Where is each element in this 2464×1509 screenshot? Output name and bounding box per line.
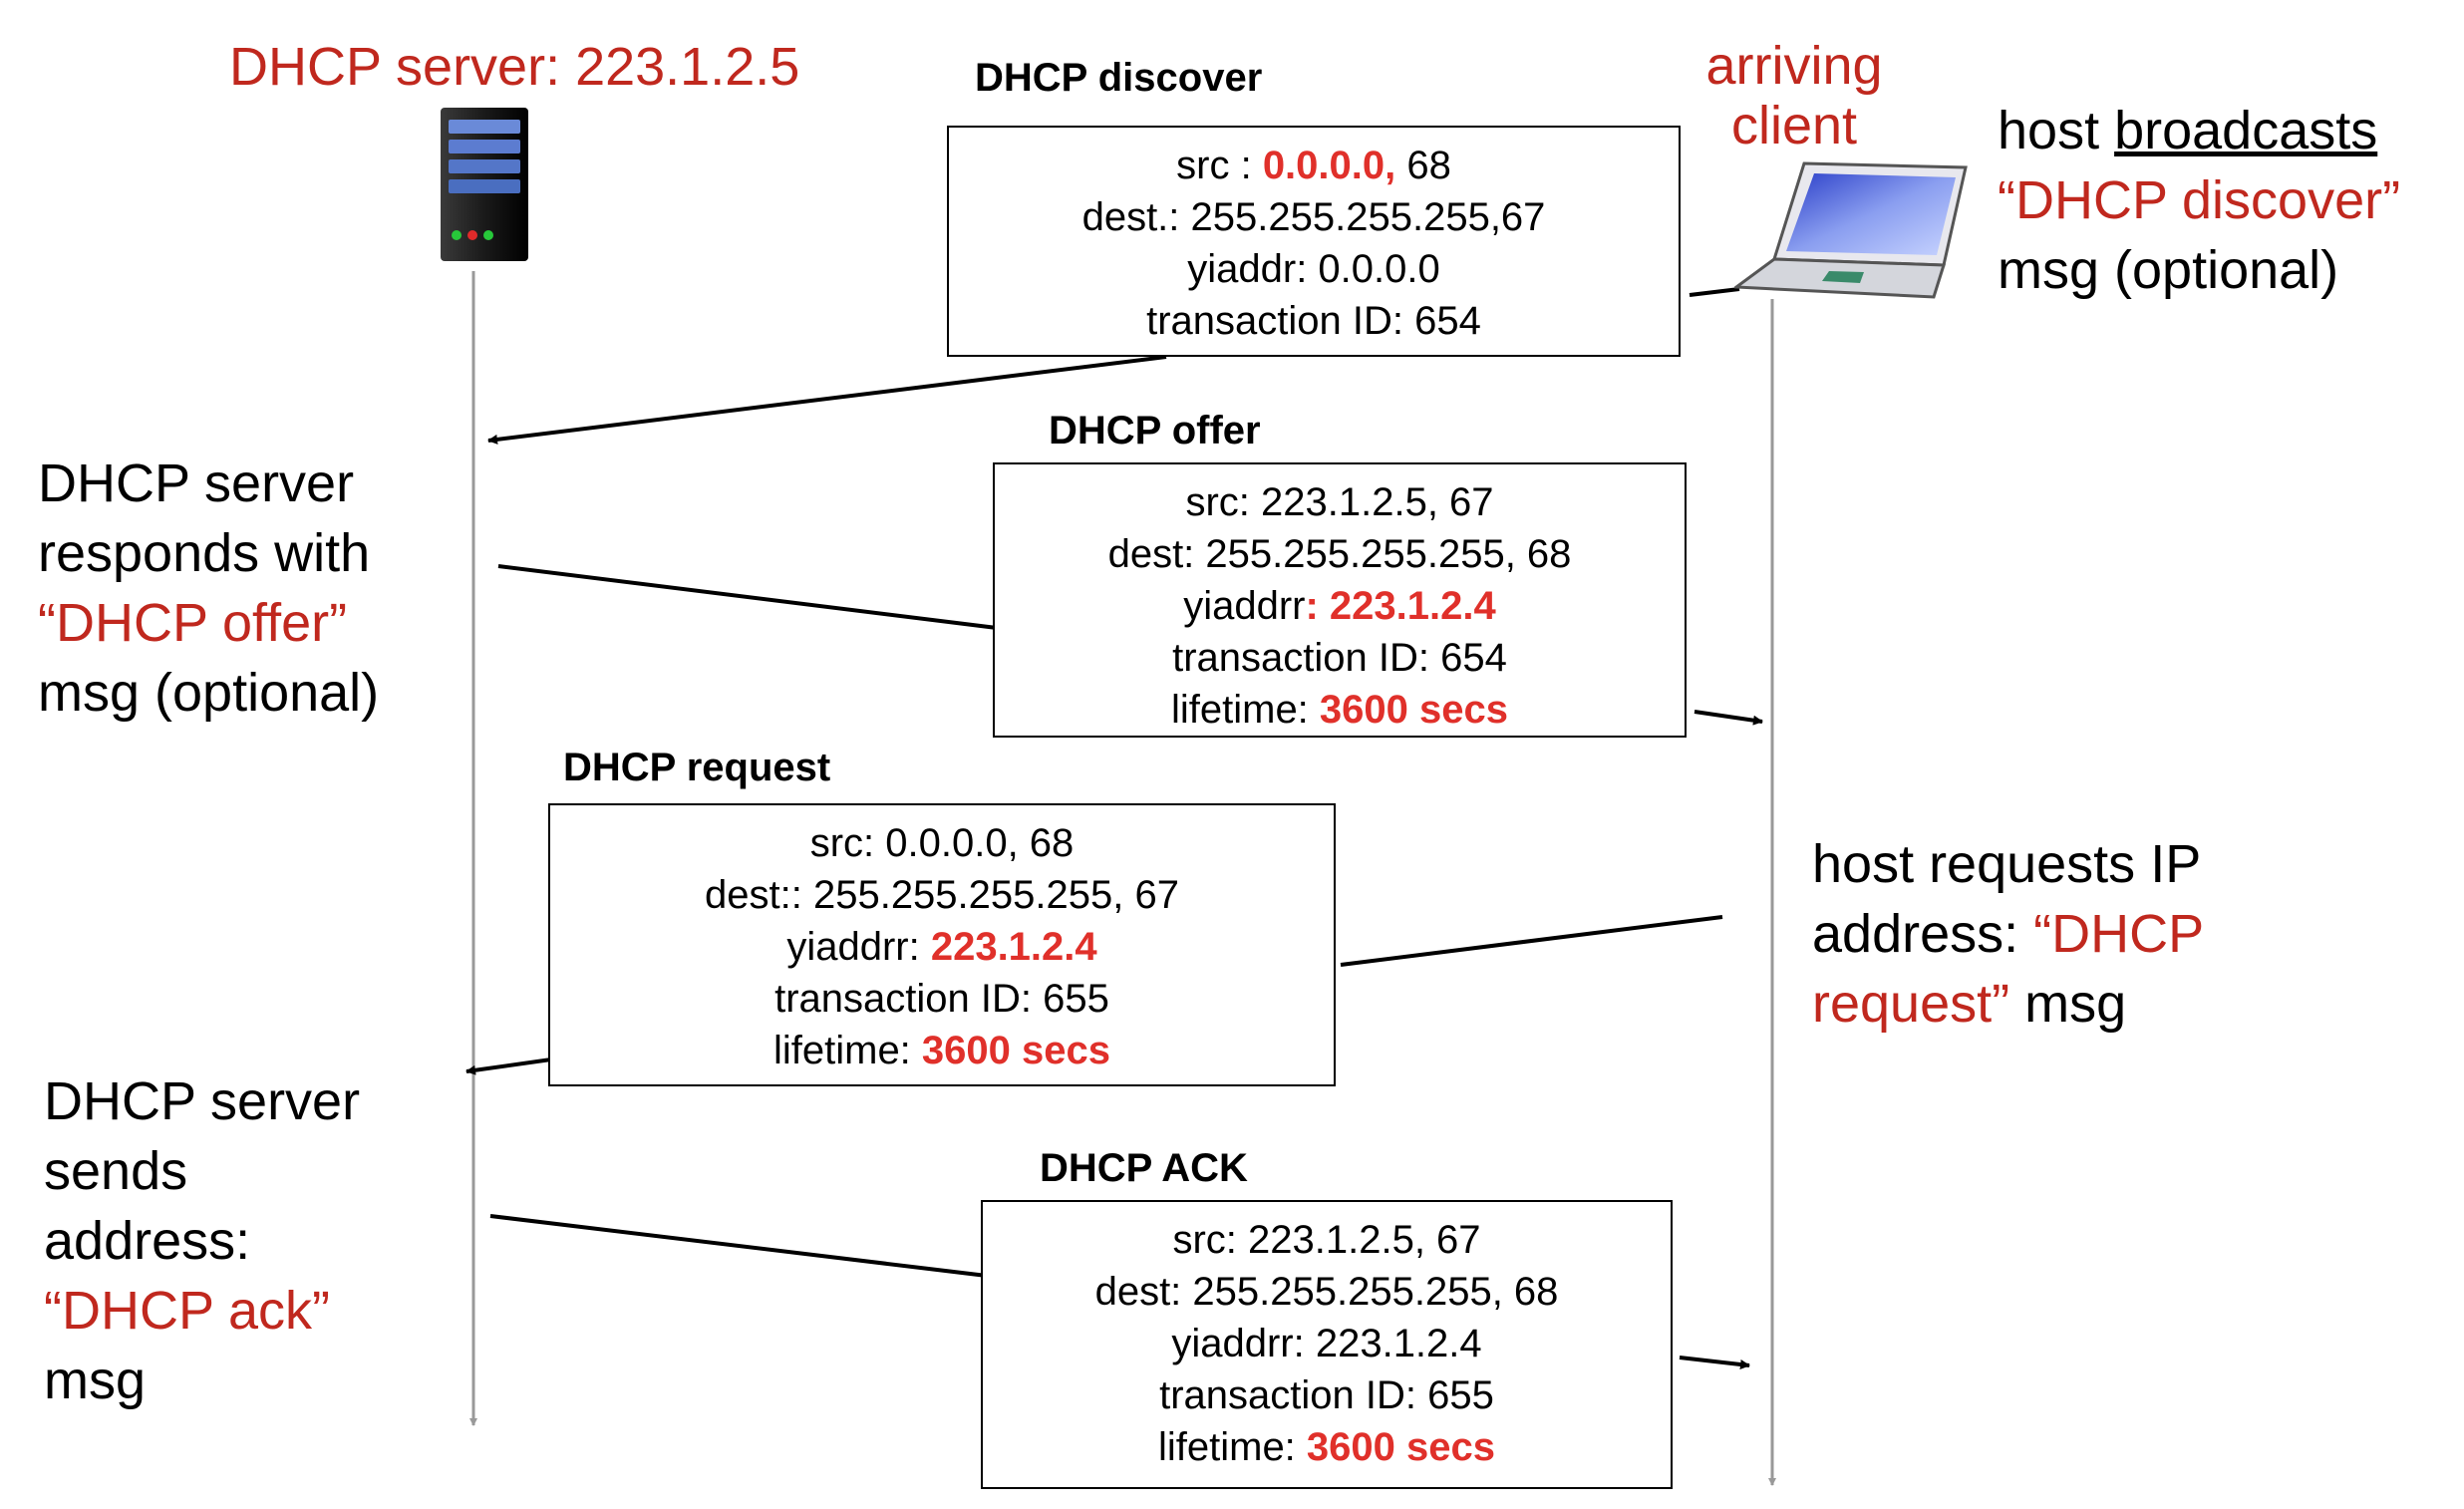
- ack-yiaddr: yiaddrr: 223.1.2.4: [1171, 1322, 1482, 1365]
- discover-arrow: [487, 355, 1167, 445]
- request-yiaddr: yiaddrr: 223.1.2.4: [786, 925, 1097, 969]
- discover-message-box: src : 0.0.0.0, 68 dest.: 255.255.255.255…: [947, 126, 1681, 357]
- ack-dest: dest: 255.255.255.255, 68: [1094, 1270, 1559, 1314]
- client-label: arriving client: [1705, 36, 1883, 155]
- offer-dest: dest: 255.255.255.255, 68: [1107, 532, 1572, 576]
- request-lifetime: lifetime: 3600 secs: [772, 1029, 1111, 1072]
- discover-src: src : 0.0.0.0, 68: [1176, 144, 1451, 187]
- offer-lifetime: lifetime: 3600 secs: [1170, 688, 1509, 732]
- discover-dest: dest.: 255.255.255.255,67: [1081, 195, 1546, 239]
- request-txid: transaction ID: 655: [774, 977, 1109, 1021]
- ack-arrow: [1679, 1356, 1750, 1369]
- offer-header: DHCP offer: [1049, 409, 1261, 453]
- ack-src: src: 223.1.2.5, 67: [1172, 1218, 1481, 1262]
- offer-txid: transaction ID: 654: [1172, 636, 1507, 680]
- request-arrow: [465, 1057, 552, 1075]
- laptop-icon: [1731, 159, 1974, 309]
- ack-header: DHCP ACK: [1040, 1146, 1248, 1190]
- request-message-box: src: 0.0.0.0, 68 dest:: 255.255.255.255,…: [548, 803, 1336, 1086]
- offer-src: src: 223.1.2.5, 67: [1185, 480, 1494, 524]
- annotation-ack: DHCP server sends address: “DHCP ack” ms…: [44, 1071, 361, 1410]
- discover-yiaddr: yiaddr: 0.0.0.0: [1187, 247, 1440, 291]
- ack-lifetime: lifetime: 3600 secs: [1157, 1425, 1496, 1469]
- server-tower-icon: [437, 106, 532, 265]
- annotation-offer: DHCP server responds with “DHCP offer” m…: [38, 453, 380, 723]
- discover-txid: transaction ID: 654: [1146, 299, 1481, 343]
- offer-arrow: [1694, 710, 1763, 726]
- discover-header: DHCP discover: [975, 56, 1263, 100]
- offer-yiaddr: yiaddrr: 223.1.2.4: [1183, 584, 1496, 628]
- ack-message-box: src: 223.1.2.5, 67 dest: 255.255.255.255…: [981, 1200, 1673, 1489]
- request-header: DHCP request: [563, 746, 831, 789]
- request-dest: dest:: 255.255.255.255, 67: [705, 873, 1179, 917]
- annotation-request: host requests IP address: “DHCP request”…: [1812, 834, 2205, 1034]
- server-label: DHCP server: 223.1.2.5: [229, 37, 800, 97]
- request-src: src: 0.0.0.0, 68: [809, 821, 1075, 865]
- annotation-broadcast: host broadcasts “DHCP discover” msg (opt…: [1998, 101, 2401, 300]
- offer-message-box: src: 223.1.2.5, 67 dest: 255.255.255.255…: [993, 462, 1687, 738]
- ack-txid: transaction ID: 655: [1159, 1373, 1494, 1417]
